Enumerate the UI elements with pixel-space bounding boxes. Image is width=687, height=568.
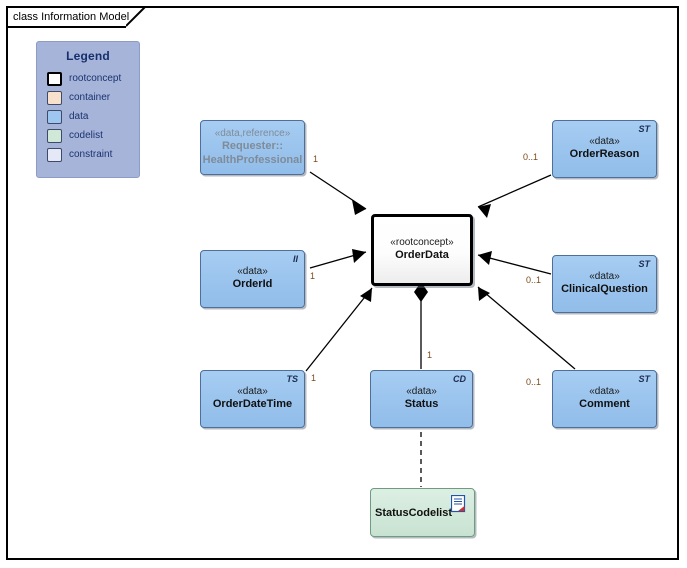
legend-item-container: container	[47, 88, 139, 107]
legend-label-constraint: constraint	[69, 149, 113, 160]
orderid-name: OrderId	[232, 278, 273, 291]
requester-name-qualified: HealthProfessional	[202, 153, 303, 166]
legend-panel: Legend rootconcept container data codeli…	[36, 41, 140, 178]
class-node-orderreason[interactable]: ST «data» OrderReason	[552, 120, 657, 178]
legend-item-data: data	[47, 107, 139, 126]
diagram-title: class Information Model	[13, 11, 130, 23]
artifact-document-icon	[451, 495, 466, 513]
legend-swatch-codelist	[47, 128, 62, 143]
class-node-statuscodelist[interactable]: StatusCodelist	[370, 488, 475, 537]
clinicalquestion-type-marker: ST	[638, 259, 650, 269]
orderdata-name: OrderData	[395, 249, 449, 262]
comment-stereotype: «data»	[589, 385, 620, 397]
legend-item-rootconcept: rootconcept	[47, 69, 139, 88]
legend-label-container: container	[69, 92, 111, 103]
orderid-stereotype: «data»	[237, 265, 268, 277]
multiplicity-comment: 0..1	[526, 377, 542, 387]
status-stereotype: «data»	[406, 385, 437, 397]
status-type-marker: CD	[453, 374, 466, 384]
diagram-frame-title-tab: class Information Model	[6, 6, 130, 28]
class-node-orderdatetime[interactable]: TS «data» OrderDateTime	[200, 370, 305, 428]
legend-label-rootconcept: rootconcept	[69, 73, 122, 84]
frame-tab-corner	[126, 6, 147, 27]
multiplicity-orderdatetime: 1	[311, 373, 317, 383]
legend-swatch-constraint	[47, 147, 62, 162]
multiplicity-clinicalquestion: 0..1	[526, 275, 542, 285]
class-node-requester[interactable]: «data,reference» Requester:: HealthProfe…	[200, 120, 305, 175]
legend-swatch-rootconcept	[47, 71, 62, 86]
orderreason-stereotype: «data»	[589, 135, 620, 147]
requester-name: Requester::	[221, 140, 284, 152]
orderid-type-marker: II	[292, 254, 298, 264]
legend-title: Legend	[66, 49, 110, 63]
clinicalquestion-stereotype: «data»	[589, 270, 620, 282]
legend-label-codelist: codelist	[69, 130, 103, 141]
status-name: Status	[404, 398, 439, 411]
comment-type-marker: ST	[638, 374, 650, 384]
legend-swatch-data	[47, 109, 62, 124]
orderreason-name: OrderReason	[569, 148, 640, 161]
comment-name: Comment	[579, 398, 630, 411]
legend-label-data: data	[69, 111, 89, 122]
class-node-status[interactable]: CD «data» Status	[370, 370, 473, 428]
orderdatetime-name: OrderDateTime	[212, 398, 293, 411]
legend-item-constraint: constraint	[47, 145, 139, 164]
requester-stereotype: «data,reference»	[214, 127, 291, 139]
multiplicity-requester: 1	[313, 154, 319, 164]
multiplicity-status: 1	[427, 350, 433, 360]
legend-item-codelist: codelist	[47, 126, 139, 145]
class-node-orderid[interactable]: II «data» OrderId	[200, 250, 305, 308]
multiplicity-orderreason: 0..1	[523, 152, 539, 162]
clinicalquestion-name: ClinicalQuestion	[561, 283, 648, 296]
diagram-frame-border	[6, 6, 679, 560]
orderreason-type-marker: ST	[638, 124, 650, 134]
class-node-comment[interactable]: ST «data» Comment	[552, 370, 657, 428]
multiplicity-orderid: 1	[310, 271, 316, 281]
statuscodelist-name: StatusCodelist	[374, 506, 452, 519]
class-node-orderdata[interactable]: «rootconcept» OrderData	[371, 214, 473, 286]
orderdatetime-type-marker: TS	[286, 374, 298, 384]
orderdata-stereotype: «rootconcept»	[390, 236, 454, 248]
class-node-clinicalquestion[interactable]: ST «data» ClinicalQuestion	[552, 255, 657, 313]
legend-swatch-container	[47, 90, 62, 105]
orderdatetime-stereotype: «data»	[237, 385, 268, 397]
legend-items: rootconcept container data codelist cons…	[37, 69, 139, 164]
